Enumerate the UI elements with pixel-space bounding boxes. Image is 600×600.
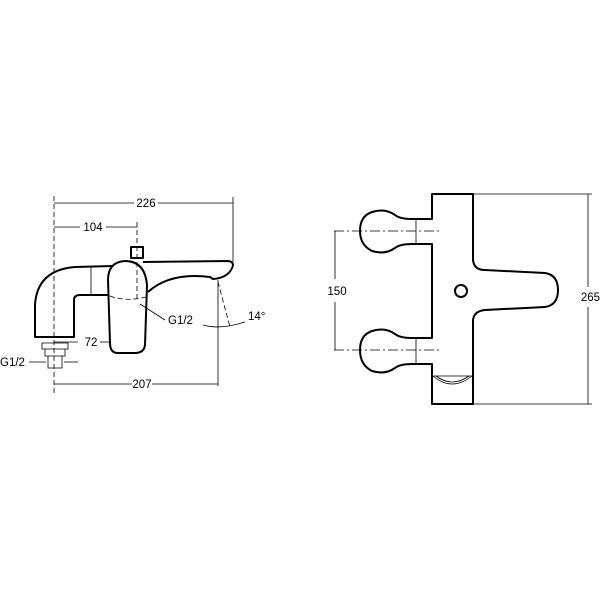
outlet-detail xyxy=(432,375,473,385)
diverter-knob xyxy=(130,246,144,259)
angle-arc xyxy=(202,321,246,328)
dim-207-label: 207 xyxy=(132,379,151,391)
thermostat-body xyxy=(359,193,559,405)
side-view: 226 104 72 G1/2 G1/2 207 14° xyxy=(0,196,265,396)
hidden-line xyxy=(109,295,147,300)
inlet-fitting xyxy=(41,342,69,369)
leader-outlet xyxy=(139,303,166,321)
dim-150-label: 150 xyxy=(327,286,346,298)
dim-226-label: 226 xyxy=(136,198,155,210)
angle-label: 14° xyxy=(248,311,265,323)
dim-265-label: 265 xyxy=(581,292,600,304)
inlet-thread-label: G1/2 xyxy=(0,357,25,369)
spout xyxy=(142,260,234,293)
spout-angle-line xyxy=(217,281,231,328)
spout-hole xyxy=(454,284,468,298)
front-view: 150 265 xyxy=(327,193,600,405)
dim-72-label: 72 xyxy=(85,337,98,349)
outlet-thread-label: G1/2 xyxy=(168,315,193,327)
body-arm xyxy=(34,265,114,338)
dim-104-label: 104 xyxy=(83,222,103,234)
lever-handle xyxy=(107,260,148,354)
